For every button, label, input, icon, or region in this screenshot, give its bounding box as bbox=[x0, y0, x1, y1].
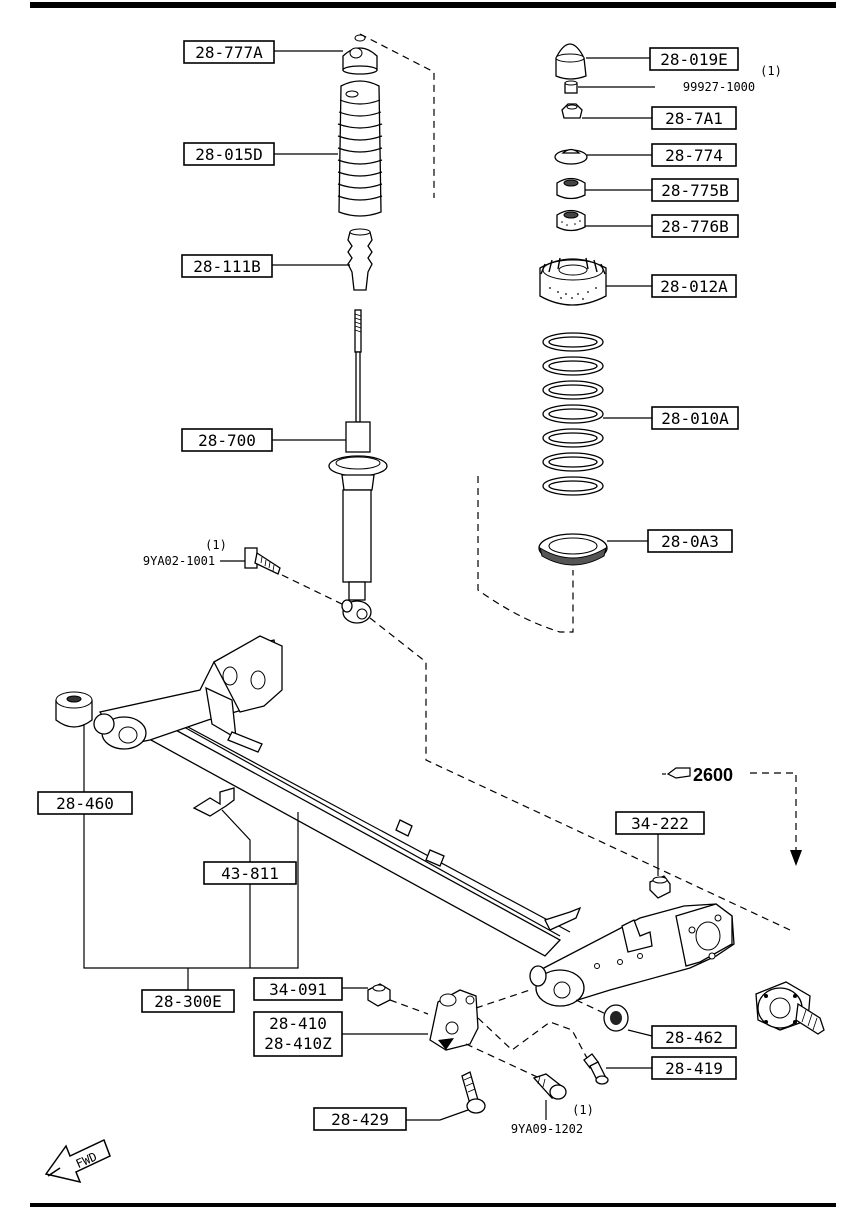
label-28-462: 28-462 bbox=[665, 1028, 723, 1047]
label-9ya09-1202: 9YA09-1202 bbox=[511, 1122, 583, 1136]
label-box-28-460 bbox=[37, 791, 133, 815]
bump-stopper-top-part bbox=[342, 34, 378, 75]
bolt-28-419-part bbox=[583, 1053, 609, 1085]
label-box-28-111b bbox=[181, 254, 273, 278]
bolt-28-429-part bbox=[461, 1071, 486, 1114]
label-28-774: 28-774 bbox=[665, 146, 723, 165]
label-34-091: 34-091 bbox=[269, 980, 327, 999]
cap-part bbox=[555, 43, 587, 80]
fwd-arrow-icon bbox=[44, 1138, 111, 1184]
label-box-28-010a bbox=[651, 406, 739, 430]
bracket-28-410-part bbox=[429, 989, 479, 1051]
label-box-28-775b bbox=[651, 178, 739, 202]
shock-bolt-part bbox=[244, 547, 281, 575]
label-9ya02-qty: (1) bbox=[205, 538, 227, 552]
label-box-28-019e bbox=[649, 47, 739, 71]
label-28-015d: 28-015D bbox=[195, 145, 262, 164]
label-box-28-774 bbox=[651, 143, 737, 167]
hand-pointer-icon bbox=[662, 767, 691, 779]
label-box-34-222 bbox=[615, 811, 705, 835]
hub-nut-part bbox=[649, 875, 671, 899]
label-28-775b: 28-775B bbox=[661, 181, 728, 200]
axle-beam-part bbox=[93, 635, 735, 1007]
coil-spring-part bbox=[542, 332, 604, 496]
washer-28-462-part bbox=[603, 1004, 629, 1032]
label-box-28-700 bbox=[181, 428, 273, 452]
bolt-9ya09-part bbox=[532, 1073, 567, 1100]
top-border bbox=[30, 2, 836, 8]
trailing-bushing-part bbox=[55, 691, 93, 728]
label-box-28-410 bbox=[253, 1011, 343, 1057]
label-43-811: 43-811 bbox=[221, 864, 279, 883]
label-99927-1000: 99927-1000 bbox=[683, 80, 755, 94]
lock-nut-part bbox=[561, 103, 583, 119]
nut-34-091-part bbox=[367, 983, 391, 1007]
label-28-012a: 28-012A bbox=[660, 277, 728, 296]
label-28-777a: 28-777A bbox=[195, 43, 263, 62]
label-28-0a3: 28-0A3 bbox=[661, 532, 719, 551]
shock-absorber-part bbox=[328, 309, 388, 624]
label-34-222: 34-222 bbox=[631, 814, 689, 833]
bottom-border bbox=[30, 1203, 836, 1207]
label-28-300e: 28-300E bbox=[154, 992, 221, 1011]
label-28-700: 28-700 bbox=[198, 431, 256, 450]
label-28-111b: 28-111B bbox=[193, 257, 260, 276]
label-28-7a1: 28-7A1 bbox=[665, 109, 723, 128]
label-28-776b: 28-776B bbox=[661, 217, 728, 236]
label-2600[interactable]: 2600 bbox=[693, 765, 733, 785]
hub-assembly-part bbox=[755, 981, 825, 1035]
bushing-lower-part bbox=[556, 209, 586, 232]
label-box-28-777a bbox=[183, 40, 275, 64]
upper-spring-seat-part bbox=[539, 257, 607, 306]
label-box-28-0a3 bbox=[647, 529, 733, 553]
label-box-28-300e bbox=[141, 989, 235, 1013]
label-28-460: 28-460 bbox=[56, 794, 114, 813]
label-28-019e: 28-019E bbox=[660, 50, 727, 69]
label-box-28-776b bbox=[651, 214, 739, 238]
label-box-34-091 bbox=[253, 977, 343, 1001]
label-box-28-015d bbox=[183, 142, 275, 166]
label-99927-qty: (1) bbox=[760, 64, 782, 78]
nut-part bbox=[564, 80, 578, 94]
label-box-28-7a1 bbox=[651, 106, 737, 130]
label-box-28-462 bbox=[651, 1025, 737, 1049]
washer-part bbox=[554, 148, 588, 165]
dust-boot-part bbox=[337, 80, 383, 217]
label-box-28-012a bbox=[651, 274, 737, 298]
label-28-429: 28-429 bbox=[331, 1110, 389, 1129]
label-9ya02-1001: 9YA02-1001 bbox=[143, 554, 215, 568]
label-28-419: 28-419 bbox=[665, 1059, 723, 1078]
label-box-28-419 bbox=[651, 1056, 737, 1080]
bracket-clip-part bbox=[192, 787, 235, 817]
label-28-010a: 28-010A bbox=[661, 409, 729, 428]
bushing-upper-part bbox=[556, 177, 586, 200]
bump-stopper-part bbox=[347, 228, 373, 291]
label-box-28-429 bbox=[313, 1107, 407, 1131]
label-9ya09-qty: (1) bbox=[572, 1103, 594, 1117]
label-28-410: 28-410 bbox=[269, 1014, 327, 1033]
lower-spring-seat-part bbox=[538, 533, 608, 566]
label-28-410z: 28-410Z bbox=[264, 1034, 332, 1053]
